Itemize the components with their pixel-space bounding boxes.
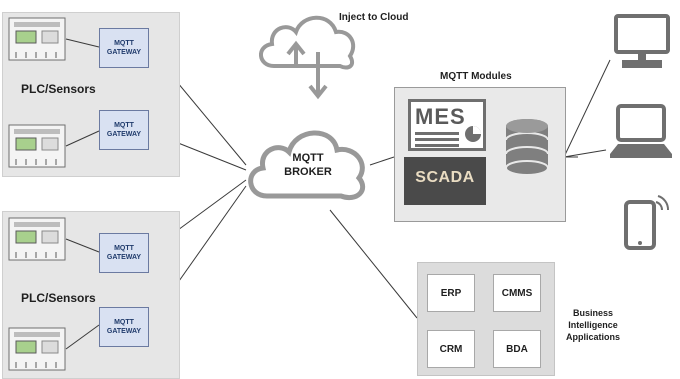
bi-caption-line2: Intelligence <box>568 320 618 330</box>
cloud-icon <box>259 15 356 100</box>
database-icon <box>505 119 549 176</box>
desktop-monitor-icon <box>614 14 670 68</box>
gateway-line1: MQTT <box>114 40 134 47</box>
plc-gateway-connectors <box>65 38 100 350</box>
inject-to-cloud-label: Inject to Cloud <box>339 12 409 23</box>
broker-cloud-icon <box>248 130 366 200</box>
scada-module: SCADA <box>404 157 486 205</box>
mqtt-gateway-4: MQTT GATEWAY <box>99 307 149 347</box>
smartphone-icon <box>624 195 669 250</box>
plc-sensors-label-top: PLC/Sensors <box>21 82 96 96</box>
crm-app: CRM <box>427 330 475 368</box>
gateway-line2: GATEWAY <box>106 328 142 335</box>
broker-line1: MQTT <box>292 152 324 164</box>
bi-applications-box: ERP CMMS CRM BDA <box>417 262 555 376</box>
bi-caption-line1: Business <box>572 308 614 318</box>
bda-app: BDA <box>493 330 541 368</box>
mqtt-gateway-2: MQTT GATEWAY <box>99 110 149 150</box>
gateway-line2: GATEWAY <box>106 131 142 138</box>
mes-label: MES <box>415 104 466 129</box>
bi-caption-line3: Applications <box>566 332 621 342</box>
mes-chart-icon <box>465 126 481 142</box>
plc-device-icon <box>8 217 66 261</box>
plc-device-icon <box>8 17 66 61</box>
mqtt-gateway-1: MQTT GATEWAY <box>99 28 149 68</box>
plc-sensors-label-bottom: PLC/Sensors <box>21 291 96 305</box>
mqtt-modules-title: MQTT Modules <box>440 71 512 82</box>
plc-device-icon <box>8 327 66 371</box>
erp-app: ERP <box>427 274 475 312</box>
laptop-icon <box>610 104 672 158</box>
gateway-line2: GATEWAY <box>106 254 142 261</box>
mqtt-gateway-3: MQTT GATEWAY <box>99 233 149 273</box>
broker-line2: BROKER <box>284 166 332 178</box>
broker-label: MQTT BROKER <box>276 151 340 179</box>
gateway-line1: MQTT <box>114 122 134 129</box>
scada-label: SCADA <box>415 169 475 186</box>
mes-module: MES <box>408 99 486 151</box>
mes-screen: MES <box>411 102 483 148</box>
cmms-app: CMMS <box>493 274 541 312</box>
bi-caption: Business Intelligence Applications <box>566 307 620 343</box>
plc-device-icon <box>8 124 66 168</box>
gateway-line2: GATEWAY <box>106 49 142 56</box>
mes-lines <box>415 132 459 147</box>
gateway-line1: MQTT <box>114 245 134 252</box>
gateway-line1: MQTT <box>114 319 134 326</box>
